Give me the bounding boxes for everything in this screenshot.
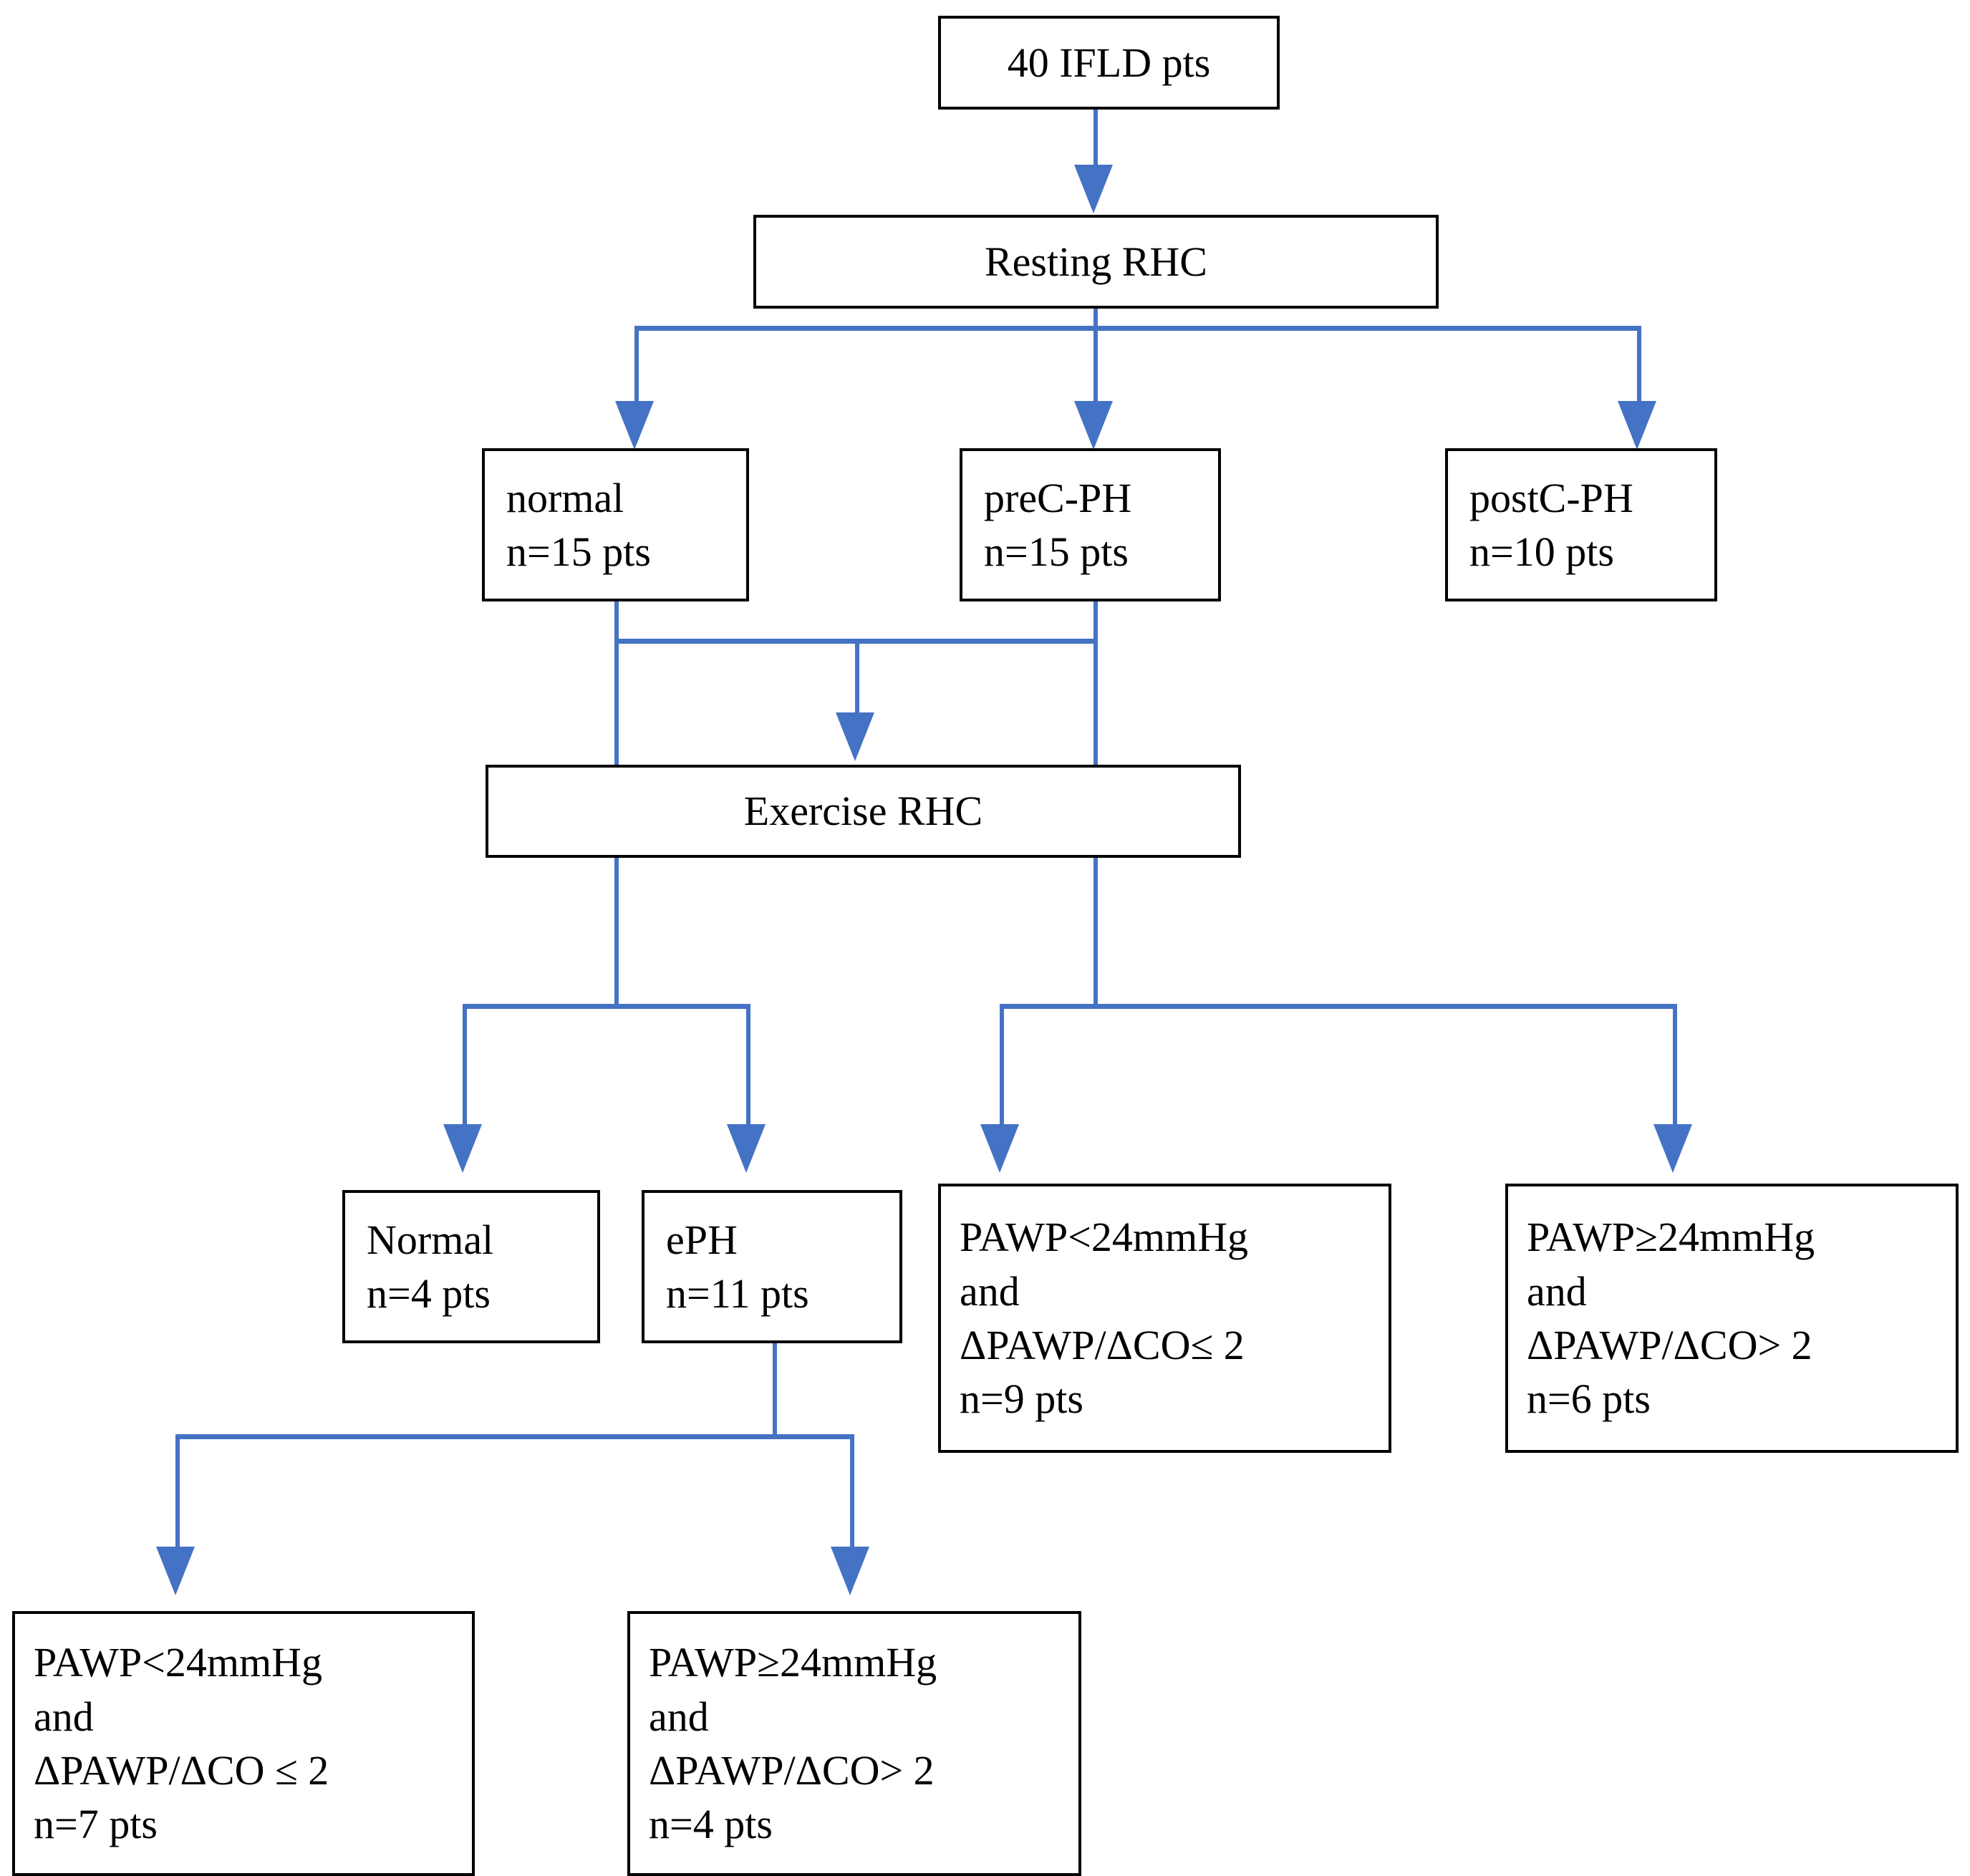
node-prec-high-label: PAWP≥24mmHg and ΔPAWP/ΔCO> 2 n=6 pts [1527, 1214, 1815, 1423]
node-normal-exercise-label: Normal n=4 pts [367, 1216, 494, 1317]
arrowhead-normal-rest [615, 401, 654, 450]
connector-to-prec-high [1673, 1004, 1677, 1156]
arrowhead-resting-rhc [1074, 165, 1113, 213]
node-prec-low[interactable]: PAWP<24mmHg and ΔPAWP/ΔCO≤ 2 n=9 pts [938, 1184, 1391, 1453]
node-postc-ph-label: postC-PH n=10 pts [1469, 474, 1633, 575]
arrowhead-prec-low [980, 1124, 1019, 1173]
node-exercise-rhc-label: Exercise RHC [743, 788, 983, 835]
arrowhead-eph-high [831, 1547, 869, 1595]
node-resting-rhc[interactable]: Resting RHC [753, 215, 1439, 309]
connector-exercise-right-stem [1093, 857, 1098, 1009]
arrowhead-exercise-rhc [836, 712, 874, 761]
node-eph-high-label: PAWP≥24mmHg and ΔPAWP/ΔCO> 2 n=4 pts [649, 1639, 937, 1848]
node-normal-resting-label: normal n=15 pts [506, 474, 651, 575]
connector-resting-to-normal [634, 326, 639, 408]
node-prec-low-label: PAWP<24mmHg and ΔPAWP/ΔCO≤ 2 n=9 pts [960, 1214, 1248, 1423]
node-root-label: 40 IFLD pts [1007, 39, 1211, 86]
arrowhead-normal-ex [443, 1124, 482, 1173]
connector-exercise-left-stem [614, 857, 619, 1009]
node-prec-ph-label: preC-PH n=15 pts [984, 474, 1132, 575]
arrowhead-postc-ph [1618, 401, 1656, 450]
connector-eph-stem [773, 1333, 777, 1439]
connector-resting-bar [634, 326, 1641, 331]
connector-resting-to-prec [1093, 326, 1098, 408]
connector-exercise-stem [855, 639, 859, 717]
node-eph[interactable]: ePH n=11 pts [642, 1190, 902, 1343]
node-eph-high[interactable]: PAWP≥24mmHg and ΔPAWP/ΔCO> 2 n=4 pts [627, 1611, 1081, 1876]
node-exercise-rhc[interactable]: Exercise RHC [486, 765, 1241, 858]
node-resting-rhc-label: Resting RHC [985, 238, 1207, 285]
node-eph-low-label: PAWP<24mmHg and ΔPAWP/ΔCO ≤ 2 n=7 pts [34, 1639, 329, 1848]
node-postc-ph[interactable]: postC-PH n=10 pts [1445, 448, 1717, 601]
connector-bottom-fork-bar [175, 1434, 854, 1439]
node-prec-high[interactable]: PAWP≥24mmHg and ΔPAWP/ΔCO> 2 n=6 pts [1505, 1184, 1959, 1453]
connector-prec-down [1093, 600, 1098, 766]
node-eph-label: ePH n=11 pts [666, 1216, 809, 1317]
connector-normal-down [614, 600, 619, 766]
connector-to-eph [746, 1004, 750, 1156]
arrowhead-prec-ph [1074, 401, 1113, 450]
connector-to-eph-low [175, 1434, 180, 1577]
connector-resting-to-postc [1637, 326, 1641, 408]
connector-to-normal-ex [463, 1004, 467, 1156]
connector-right-fork-bar [1000, 1004, 1677, 1009]
arrowhead-eph-low [156, 1547, 195, 1595]
connector-left-fork-bar [463, 1004, 750, 1009]
node-eph-low[interactable]: PAWP<24mmHg and ΔPAWP/ΔCO ≤ 2 n=7 pts [12, 1611, 475, 1876]
arrowhead-prec-high [1653, 1124, 1692, 1173]
arrowhead-eph [727, 1124, 766, 1173]
node-normal-exercise[interactable]: Normal n=4 pts [342, 1190, 600, 1343]
node-prec-ph[interactable]: preC-PH n=15 pts [960, 448, 1221, 601]
connector-to-eph-high [850, 1434, 854, 1577]
connector-resting-stem [1093, 308, 1098, 331]
node-normal-resting[interactable]: normal n=15 pts [482, 448, 749, 601]
connector-to-prec-low [1000, 1004, 1004, 1156]
connector-root-to-resting [1093, 109, 1098, 173]
node-root[interactable]: 40 IFLD pts [938, 16, 1280, 110]
